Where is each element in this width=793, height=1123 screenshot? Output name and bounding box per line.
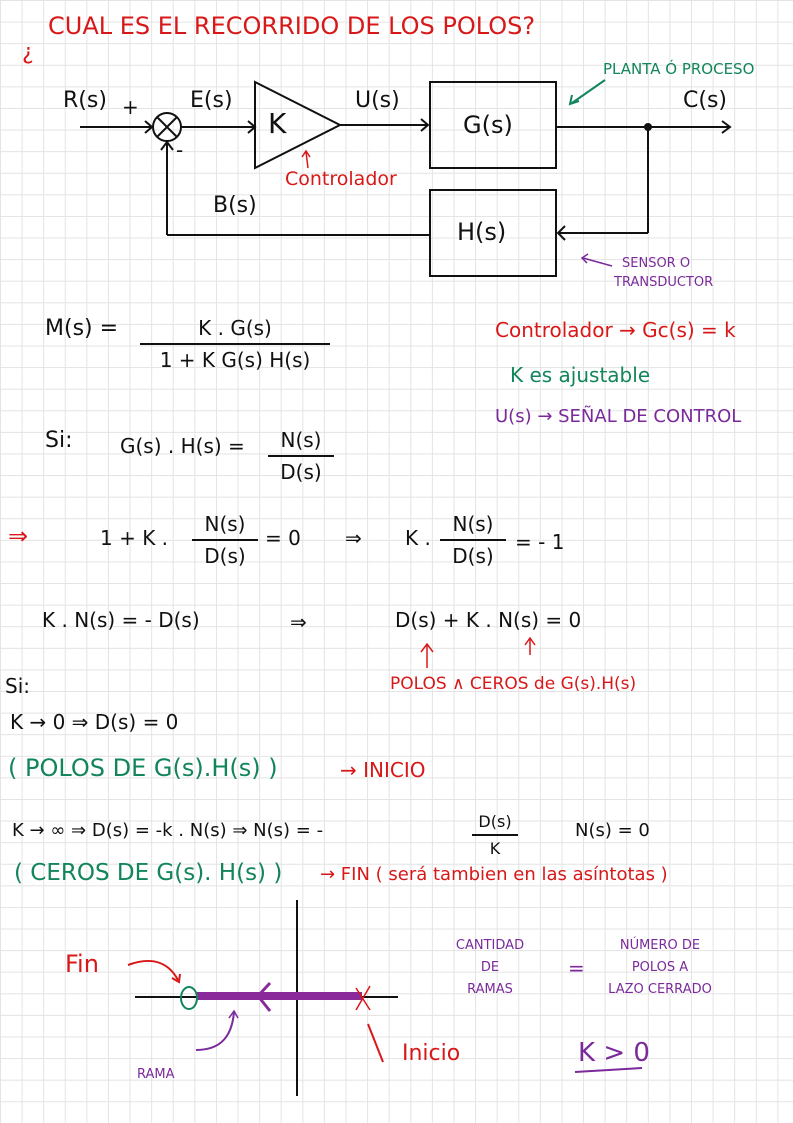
char-eq-part3: K .	[405, 526, 431, 550]
sensor-label: H(s)	[457, 218, 507, 246]
input-signal-label: R(s)	[63, 88, 107, 113]
char-eq-part4: = - 1	[515, 530, 565, 554]
k-to-infinity-fin: → FIN ( será tambien en las asíntotas )	[320, 864, 668, 885]
open-loop-fraction: N(s) D(s)	[268, 428, 334, 484]
text-line: POLOS A	[631, 960, 689, 975]
control-signal-note: U(s) → SEÑAL DE CONTROL	[495, 406, 742, 427]
plant-block	[429, 81, 557, 169]
control-signal-label: U(s)	[355, 88, 400, 113]
root-locus-plot	[127, 900, 643, 1096]
feedback-signal-label: B(s)	[213, 193, 257, 218]
implies-arrow-2: ⇒	[345, 526, 362, 550]
implies-arrow: ⇒	[8, 522, 29, 550]
gain-label: K	[268, 107, 287, 140]
text-line: CANTIDAD	[455, 938, 525, 953]
poles-zeros-label: POLOS ∧ CEROS de G(s).H(s)	[390, 674, 637, 694]
numerator: K . G(s)	[140, 316, 330, 345]
pole-marker	[355, 985, 371, 1011]
numerator: N(s)	[192, 512, 258, 541]
denominator: D(s)	[280, 460, 322, 484]
adjustable-note: K es ajustable	[510, 363, 651, 387]
char-eq-fraction-1: N(s) D(s)	[192, 512, 258, 568]
k-to-infinity-end: N(s) = 0	[575, 820, 650, 841]
open-loop-lhs: G(s) . H(s) =	[120, 434, 245, 458]
gain-block	[254, 80, 343, 170]
output-signal-label: C(s)	[683, 88, 727, 113]
branch-count-label: CANTIDAD DE RAMAS	[445, 935, 535, 1001]
char-eq-fraction-2: N(s) D(s)	[440, 512, 506, 568]
minus-sign: -	[176, 138, 184, 162]
denominator: D(s)	[452, 544, 494, 568]
eq3-rhs: D(s) + K . N(s) = 0	[395, 608, 582, 632]
k-to-zero-inicio: → INICIO	[340, 758, 426, 782]
denominator: D(s)	[204, 544, 246, 568]
text-line: NÚMERO DE	[619, 938, 701, 953]
controller-equation-note: Controlador → Gc(s) = k	[495, 318, 736, 342]
closed-loop-fraction: K . G(s) 1 + K G(s) H(s)	[140, 316, 330, 372]
denominator: 1 + K G(s) H(s)	[159, 348, 311, 372]
inicio-label: Inicio	[402, 1041, 461, 1066]
denominator: K	[489, 839, 501, 858]
k-to-zero-note: ( POLOS DE G(s).H(s) )	[8, 754, 278, 782]
equals-sign: =	[568, 956, 585, 980]
si-label-2: Si:	[5, 674, 30, 698]
numerator: N(s)	[268, 428, 334, 457]
text-line: RAMAS	[467, 982, 513, 997]
char-eq-part2: = 0	[265, 526, 301, 550]
gain-condition: K > 0	[578, 1038, 650, 1068]
inverted-question-mark: ¿	[22, 40, 34, 65]
numerator: D(s)	[472, 812, 518, 836]
error-signal-label: E(s)	[190, 88, 233, 113]
closed-loop-poles-label: NÚMERO DE POLOS A LAZO CERRADO	[600, 935, 720, 1001]
sensor-block	[429, 189, 557, 277]
k-to-infinity-note: ( CEROS DE G(s). H(s) )	[14, 860, 283, 886]
si-label: Si:	[45, 428, 73, 453]
plant-note: PLANTA Ó PROCESO	[603, 60, 755, 78]
text-line: LAZO CERRADO	[608, 982, 712, 997]
plant-label: G(s)	[463, 111, 513, 139]
k-to-zero: K → 0 ⇒ D(s) = 0	[10, 710, 179, 734]
eq3-lhs: K . N(s) = - D(s)	[42, 608, 200, 632]
sensor-note-line2: TRANSDUCTOR	[614, 275, 714, 290]
k-to-infinity: K → ∞ ⇒ D(s) = -k . N(s) ⇒ N(s) = -	[12, 820, 324, 841]
plus-sign: +	[122, 95, 139, 119]
page-title: CUAL ES EL RECORRIDO DE LOS POLOS?	[48, 12, 536, 40]
fin-label: Fin	[65, 950, 99, 978]
controller-note: Controlador	[285, 168, 397, 190]
sensor-note-line1: SENSOR O	[622, 256, 691, 271]
k-to-infinity-fraction: D(s) K	[472, 812, 518, 858]
char-eq-part1: 1 + K .	[100, 526, 169, 550]
closed-loop-lhs: M(s) =	[45, 316, 119, 341]
eq3-arrow: ⇒	[290, 610, 307, 634]
rama-label: RAMA	[137, 1067, 175, 1082]
numerator: N(s)	[440, 512, 506, 541]
text-line: DE	[480, 960, 500, 975]
zero-marker	[180, 986, 198, 1010]
